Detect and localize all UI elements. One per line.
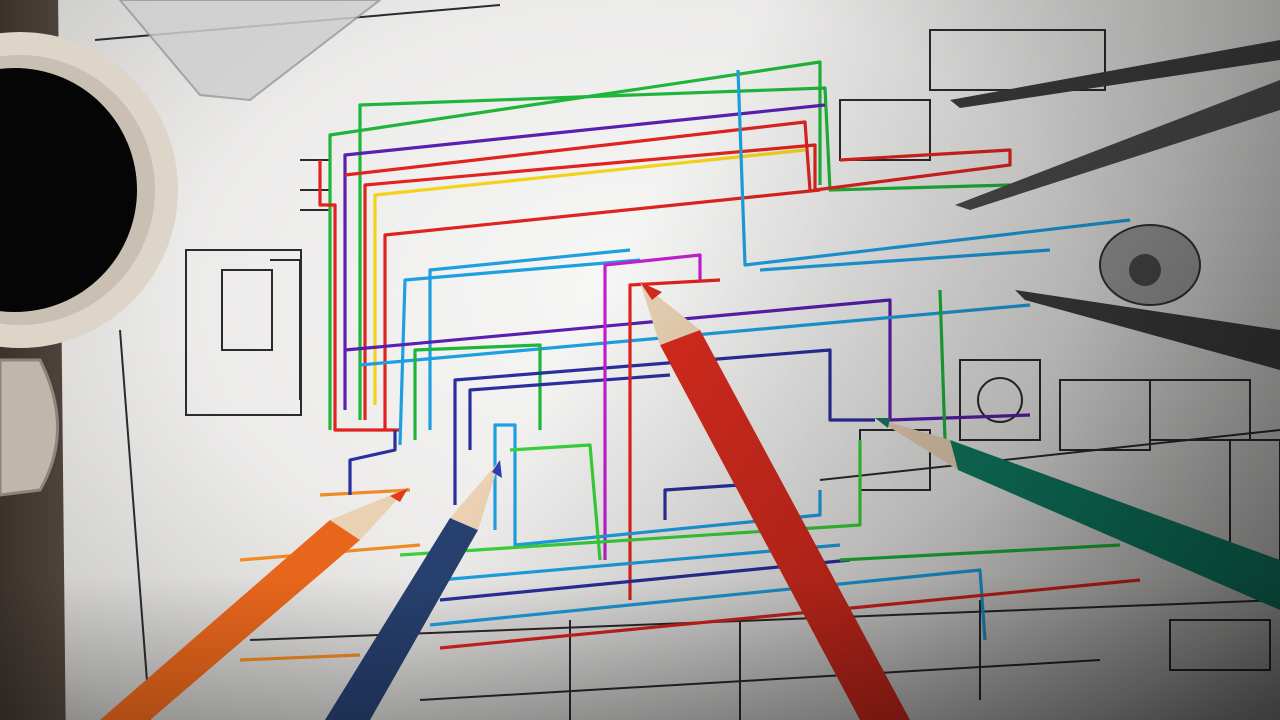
red-pencil (640, 282, 910, 720)
green-pencil (875, 418, 1280, 610)
coffee-cup (0, 32, 178, 497)
ruler (118, 0, 382, 102)
blue-pencil (325, 460, 502, 720)
